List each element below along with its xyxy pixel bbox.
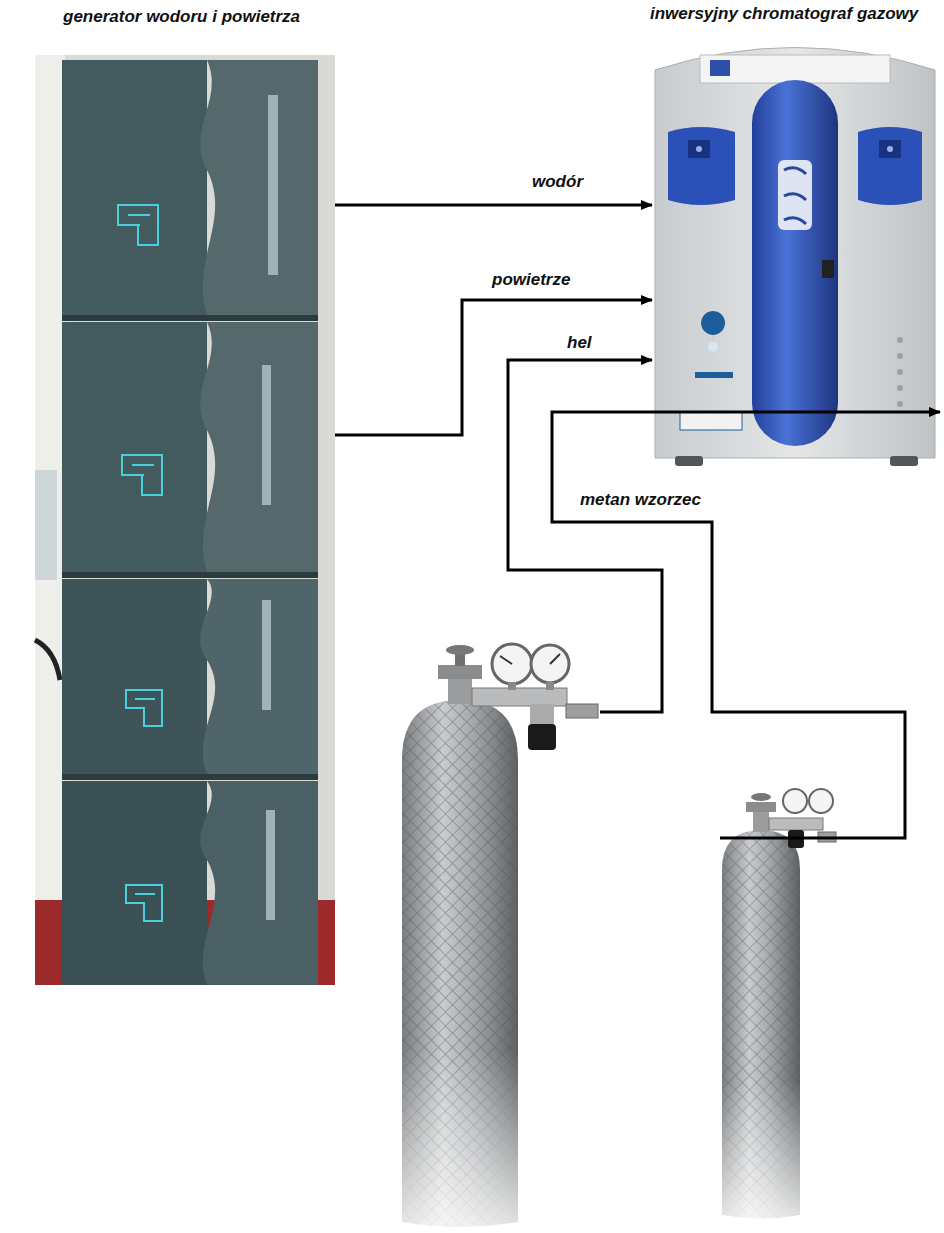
methane-cylinder <box>720 789 836 1225</box>
gas-line <box>335 300 652 435</box>
device-heading: generator wodoru i powietrza <box>63 7 300 27</box>
helium-cylinder <box>400 644 598 1233</box>
gas-line <box>552 412 940 838</box>
gas-line <box>335 204 652 207</box>
chromatograph-unit: inwersyjny chromatograf gazowy <box>652 42 940 466</box>
gas-label: wodór <box>530 172 585 192</box>
device-heading: inwersyjny chromatograf gazowy <box>650 4 918 24</box>
gas-cylinder <box>400 640 600 1230</box>
generator-stack <box>35 55 335 985</box>
generator-unit: generator wodoru i powietrza <box>35 55 335 985</box>
gas-label: hel <box>565 333 594 353</box>
gas-cylinder <box>720 785 838 1230</box>
gas-label: metan wzorzec <box>578 490 703 510</box>
chromatograph-device <box>655 48 935 467</box>
gas-label: powietrze <box>490 270 572 290</box>
